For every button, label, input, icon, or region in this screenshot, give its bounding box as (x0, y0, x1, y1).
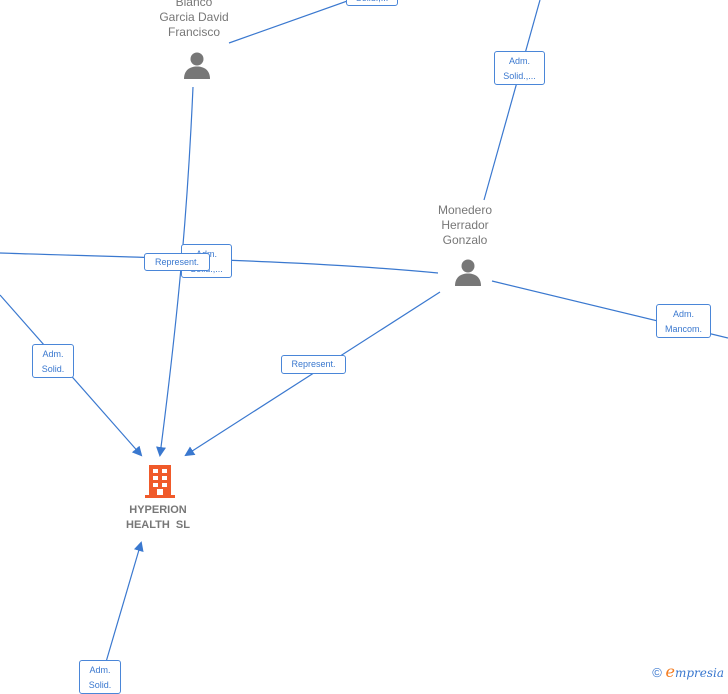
brand-name: mpresia (674, 666, 724, 680)
company-hyperion-label[interactable]: HYPERION HEALTH SL (108, 503, 208, 533)
brand-initial: e (665, 662, 675, 681)
label-line: Monedero (437, 203, 493, 217)
edge-label-top-right[interactable]: Solid.,... (346, 0, 398, 6)
edge-label-text: Represent. (291, 359, 336, 369)
label-line: HEALTH SL (126, 519, 190, 531)
person-icon[interactable] (182, 50, 212, 80)
label-line: Garcia David (159, 10, 229, 24)
edge-label-text: Mancom. (664, 324, 702, 334)
edge-label-represent-right[interactable]: Represent. (281, 355, 346, 374)
edge-label-text: Adm. (508, 56, 530, 66)
copyright-icon: © (652, 665, 662, 680)
edge-label-adm-solid-left[interactable]: Adm. Solid. (32, 344, 74, 378)
edge-label-adm-mancom[interactable]: Adm. Mancom. (656, 304, 711, 338)
edge-label-adm-solid-bottom[interactable]: Adm. Solid. (79, 660, 121, 694)
label-line: Blanco (175, 0, 213, 9)
empresia-watermark: © empresia (652, 662, 724, 681)
edge-label-text: Represent. (154, 257, 200, 267)
label-line: HYPERION (129, 504, 187, 516)
edge-label-text: Solid. (88, 680, 112, 690)
edge-label-text: Solid.,... (350, 0, 394, 6)
edge-label-text: Adm. (42, 349, 64, 359)
edge-label-text: Solid.,... (503, 71, 536, 81)
building-icon[interactable] (143, 463, 177, 499)
person-blanco-label[interactable]: Blanco Garcia David Francisco (144, 0, 244, 40)
label-line: Francisco (167, 25, 220, 39)
person-icon[interactable] (453, 257, 483, 287)
label-line: Gonzalo (442, 233, 488, 247)
edge-label-adm-solid-top[interactable]: Adm. Solid.,... (494, 51, 545, 85)
edge-label-represent-center[interactable]: Represent. (144, 253, 210, 271)
edge-label-text: Adm. (672, 309, 694, 319)
edge-label-text: Solid. (41, 364, 65, 374)
person-monedero-label[interactable]: Monedero Herrador Gonzalo (415, 203, 515, 248)
edge-label-text: Adm. (89, 665, 111, 675)
label-line: Herrador (441, 218, 489, 232)
